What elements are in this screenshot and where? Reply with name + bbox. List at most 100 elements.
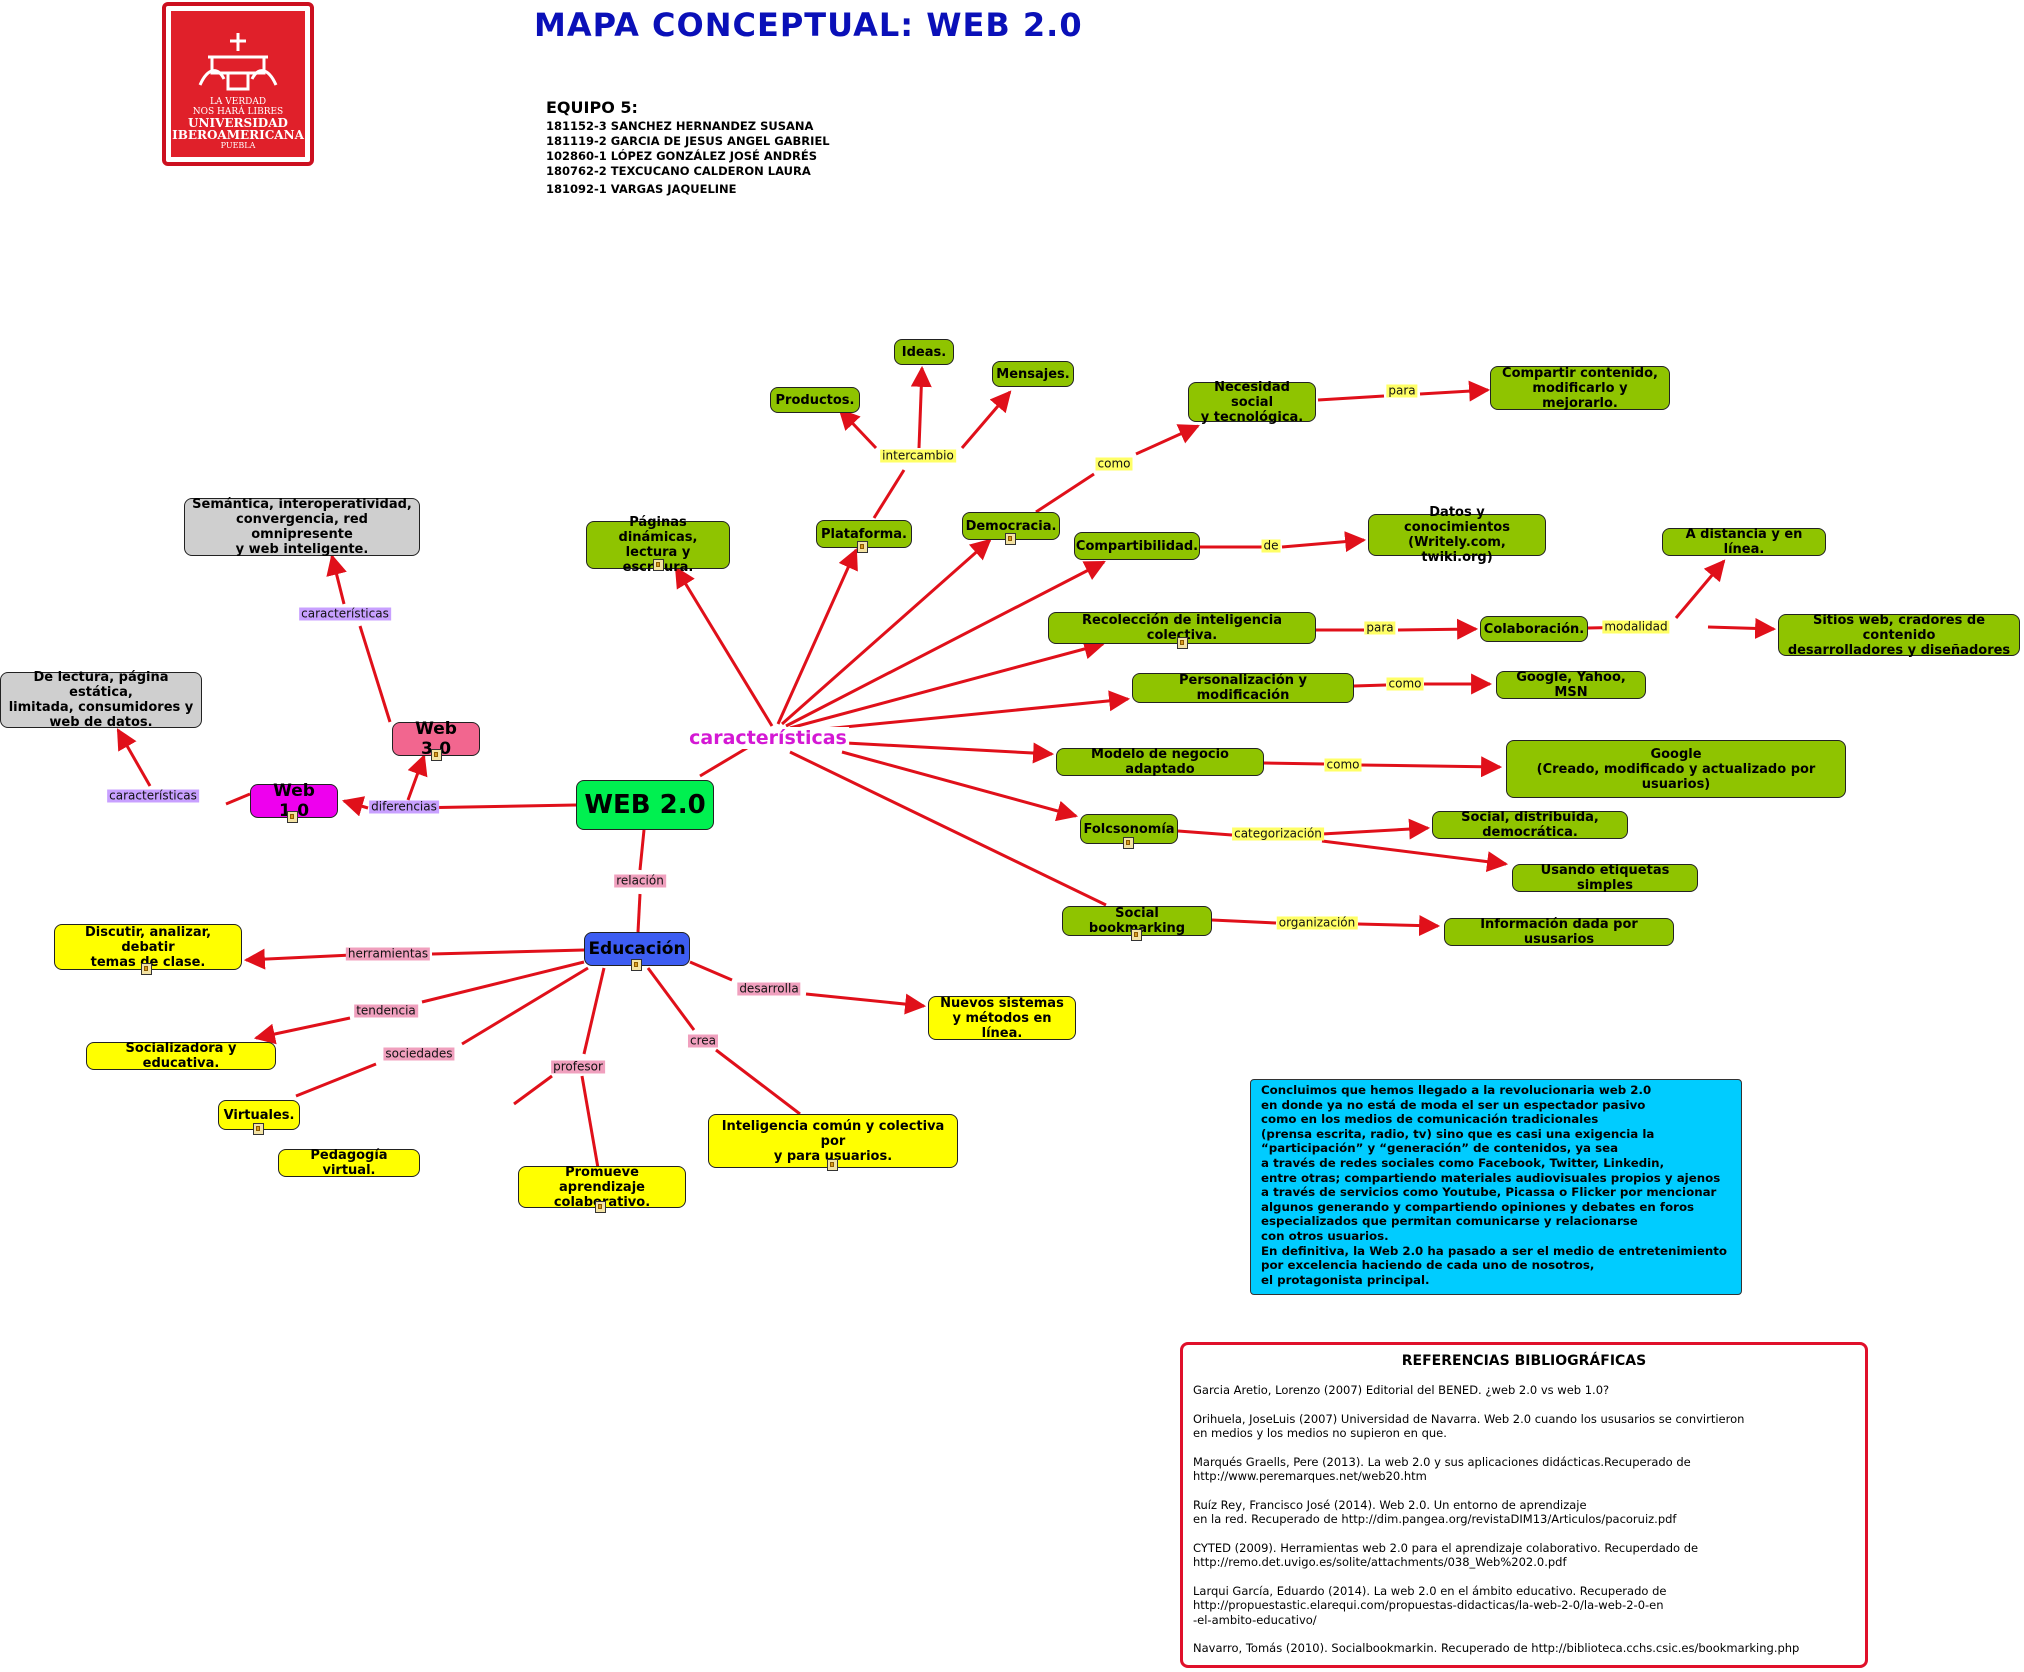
document-icon[interactable] — [631, 959, 642, 971]
node-label: Pedagogía virtual. — [310, 1148, 388, 1178]
node-google-yahoo[interactable]: Google, Yahoo, MSN — [1496, 670, 1646, 700]
node-label: Necesidad social y tecnológica. — [1200, 379, 1304, 425]
node-mensajes[interactable]: Mensajes. — [992, 361, 1074, 387]
logo-line-5: PUEBLA — [220, 141, 256, 150]
team-block: EQUIPO 5: 181152-3 SANCHEZ HERNANDEZ SUS… — [546, 98, 830, 197]
team-member: 181092-1 VARGAS JAQUELINE — [546, 182, 737, 196]
node-web-1-0[interactable]: Web 1.0 — [250, 781, 338, 823]
team-heading: EQUIPO 5: — [546, 98, 638, 117]
node-informacion-usuarios[interactable]: Información dada por ususarios — [1444, 917, 1674, 947]
logo-line-4: IBEROAMERICANA — [172, 128, 304, 142]
link-label-intercambio: intercambio — [880, 448, 956, 463]
link-label-tendencia: tendencia — [354, 1003, 418, 1018]
node-a-distancia[interactable]: A distancia y en línea. — [1662, 527, 1826, 557]
node-label: Discutir, analizar, debatir temas de cla… — [84, 924, 212, 970]
node-web-3-0[interactable]: Web 3.0 — [392, 719, 480, 761]
node-nuevos-sistemas[interactable]: Nuevos sistemas y métodos en línea. — [928, 995, 1076, 1041]
document-icon[interactable] — [253, 1123, 264, 1135]
document-icon[interactable] — [827, 1159, 838, 1171]
node-label: Ideas. — [901, 344, 947, 360]
reference-item: Larqui García, Eduardo (2014). La web 2.… — [1193, 1583, 1667, 1627]
node-label: Modelo de negocio adaptado — [1091, 747, 1229, 777]
references-title: REFERENCIAS BIBLIOGRÁFICAS — [1401, 1353, 1647, 1369]
node-productos[interactable]: Productos. — [770, 387, 860, 413]
reference-item: CYTED (2009). Herramientas web 2.0 para … — [1193, 1540, 1699, 1570]
link-label-como: como — [1095, 456, 1133, 471]
node-label: Plataforma. — [821, 526, 907, 542]
node-inteligencia[interactable]: Inteligencia común y colectiva por y par… — [708, 1114, 958, 1171]
node-label: Información dada por ususarios — [1480, 917, 1638, 947]
link-label-categorizacion: categorización — [1232, 826, 1324, 841]
link-label-de: de — [1261, 538, 1281, 553]
page-title: MAPA CONCEPTUAL: WEB 2.0 — [534, 6, 1083, 44]
hub-caracteristicas: características — [687, 727, 849, 749]
node-folcsonomia[interactable]: Folcsonomía — [1080, 814, 1178, 849]
document-icon[interactable] — [1131, 929, 1142, 941]
document-icon[interactable] — [1005, 533, 1016, 545]
node-label: Nuevos sistemas y métodos en línea. — [940, 995, 1064, 1041]
node-necesidad[interactable]: Necesidad social y tecnológica. — [1188, 379, 1316, 425]
node-label: Sitios web, cradores de contenido desarr… — [1787, 612, 2011, 658]
document-icon[interactable] — [1123, 837, 1134, 849]
node-datos-conocimientos[interactable]: Datos y conocimientos (Writely.com, twik… — [1368, 505, 1546, 565]
node-compartir-contenido[interactable]: Compartir contenido, modificarlo y mejor… — [1490, 365, 1670, 411]
node-ideas[interactable]: Ideas. — [894, 339, 954, 365]
node-de-lectura[interactable]: De lectura, página estática, limitada, c… — [0, 670, 202, 730]
node-educacion[interactable]: Educación — [584, 932, 690, 971]
node-pedagogia[interactable]: Pedagogía virtual. — [278, 1148, 420, 1178]
node-label: Semántica, interoperatividad, convergenc… — [192, 497, 412, 557]
node-label: Usando etiquetas simples — [1540, 863, 1670, 893]
node-social-distribuida[interactable]: Social, distribuida, democrática. — [1432, 810, 1628, 840]
node-label: Socializadora y educativa. — [125, 1041, 237, 1071]
team-member: 180762-2 TEXCUCANO CALDERON LAURA — [546, 164, 811, 178]
logo-line-2: NOS HARÁ LIBRES — [192, 107, 284, 117]
team-member: 181119-2 GARCIA DE JESUS ANGEL GABRIEL — [546, 134, 830, 148]
coat-of-arms-icon — [198, 33, 278, 91]
node-democracia[interactable]: Democracia. — [962, 512, 1060, 545]
node-label: A distancia y en línea. — [1685, 527, 1803, 557]
node-personalizacion[interactable]: Personalización y modificación — [1132, 673, 1354, 703]
node-social-bookmarking[interactable]: Social bookmarking — [1062, 906, 1212, 941]
node-label: Google, Yahoo, MSN — [1516, 670, 1626, 700]
document-icon[interactable] — [431, 749, 442, 761]
document-icon[interactable] — [287, 811, 298, 823]
node-label: Social bookmarking — [1089, 906, 1185, 936]
node-discutir[interactable]: Discutir, analizar, debatir temas de cla… — [54, 924, 242, 975]
logo-line-1: LA VERDAD — [209, 97, 267, 107]
link-label-desarrolla: desarrolla — [737, 981, 801, 996]
node-etiquetas-simples[interactable]: Usando etiquetas simples — [1512, 863, 1698, 893]
node-recoleccion[interactable]: Recolección de inteligencia colectiva. — [1048, 612, 1316, 649]
document-icon[interactable] — [595, 1201, 606, 1213]
node-semantica[interactable]: Semántica, interoperatividad, convergenc… — [184, 497, 420, 557]
link-label-modalidad: modalidad — [1602, 619, 1670, 634]
document-icon[interactable] — [653, 559, 664, 571]
link-label-herramientas: herramientas — [345, 946, 431, 961]
node-compartibilidad[interactable]: Compartibilidad. — [1074, 532, 1200, 560]
link-label-sociedades: sociedades — [383, 1046, 455, 1061]
node-modelo-negocio[interactable]: Modelo de negocio adaptado — [1056, 747, 1264, 777]
node-label: Productos. — [775, 392, 855, 408]
node-colaboracion[interactable]: Colaboración. — [1480, 616, 1588, 642]
node-promueve[interactable]: Promueve aprendizaje colaborativo. — [518, 1165, 686, 1213]
document-icon[interactable] — [141, 963, 152, 975]
node-google-creado[interactable]: Google (Creado, modificado y actualizado… — [1506, 740, 1846, 798]
link-label-organizacion: organización — [1276, 915, 1358, 930]
node-web-2-0[interactable]: WEB 2.0 — [576, 780, 714, 830]
node-virtuales[interactable]: Virtuales. — [218, 1100, 300, 1135]
node-label: De lectura, página estática, limitada, c… — [8, 670, 194, 730]
node-label: Social, distribuida, democrática. — [1461, 810, 1599, 840]
node-sitios-web[interactable]: Sitios web, cradores de contenido desarr… — [1778, 612, 2020, 658]
document-icon[interactable] — [1177, 637, 1188, 649]
node-plataforma[interactable]: Plataforma. — [816, 520, 912, 553]
node-label: Virtuales. — [223, 1107, 295, 1123]
document-icon[interactable] — [857, 541, 868, 553]
link-label-crea: crea — [687, 1033, 719, 1048]
node-label: Datos y conocimientos (Writely.com, twik… — [1404, 505, 1510, 565]
reference-item: Marqués Graells, Pere (2013). La web 2.0… — [1193, 1454, 1691, 1484]
link-label-como: como — [1386, 676, 1424, 691]
node-paginas-dinamicas[interactable]: Páginas dinámicas, lectura y escritura. — [586, 515, 730, 575]
node-label: Compartir contenido, modificarlo y mejor… — [1502, 365, 1658, 411]
reference-item: Navarro, Tomás (2010). Socialbookmarkin.… — [1193, 1641, 1800, 1655]
node-label: Personalización y modificación — [1178, 673, 1308, 703]
node-socializadora[interactable]: Socializadora y educativa. — [86, 1041, 276, 1071]
